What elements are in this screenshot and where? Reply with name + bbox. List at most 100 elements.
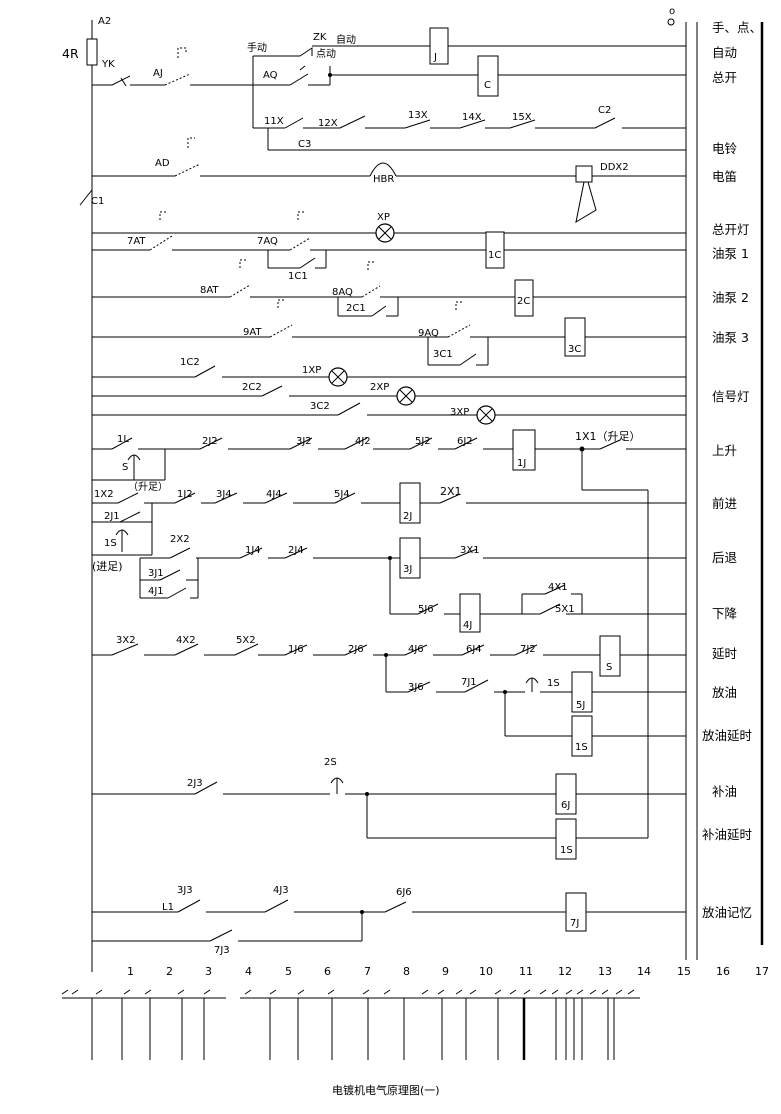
coil-3c-label: 3C — [568, 344, 581, 355]
5x2-label: 5X2 — [236, 635, 256, 646]
2xp-label: 2XP — [370, 382, 389, 393]
x14-switch — [459, 119, 486, 129]
x14-label: 14X — [462, 112, 482, 123]
zk-switch — [299, 47, 313, 57]
2j2-label: 2J2 — [202, 436, 218, 447]
2j4-switch — [284, 547, 308, 559]
4j3-label: 4J3 — [273, 885, 289, 896]
column-number: 9 — [442, 965, 449, 978]
rung-label: 电铃 — [712, 141, 738, 156]
ddx2-horn — [575, 165, 593, 183]
column-number: 8 — [403, 965, 410, 978]
column-number: 2 — [166, 965, 173, 978]
2c1-switch — [371, 305, 387, 317]
coil-s-label: S — [606, 662, 612, 673]
9aq-switch — [447, 301, 471, 338]
3c1-label: 3C1 — [433, 349, 453, 360]
xp-label: XP — [377, 212, 390, 223]
column-number: 17 — [755, 965, 769, 978]
3j2-switch — [289, 437, 313, 450]
rung-label: 前进 — [712, 496, 738, 511]
c3-label: C3 — [298, 139, 311, 150]
8at-switch — [229, 259, 251, 298]
coil-c — [477, 55, 499, 97]
column-number: 4 — [245, 965, 252, 978]
4j6-switch — [404, 644, 428, 656]
s-timer-contact — [127, 454, 141, 480]
column-number: 14 — [637, 965, 651, 978]
terminal-o-label: o — [669, 6, 675, 17]
1s-label: 1S — [104, 538, 117, 549]
3c2-switch — [337, 402, 361, 416]
7aq-switch — [289, 211, 311, 251]
2s-timer-contact — [330, 777, 344, 794]
l1b-label: L1 — [162, 902, 174, 913]
coil-2c-label: 2C — [517, 296, 530, 307]
1c1-label: 1C1 — [288, 271, 308, 282]
rung-label: 油泵 2 — [712, 290, 749, 305]
2x2-switch — [169, 547, 191, 559]
column-number: 16 — [716, 965, 730, 978]
coil-6j-label: 6J — [561, 800, 570, 811]
3c1-switch — [459, 353, 477, 366]
2j2-switch — [199, 437, 223, 450]
9aq-label: 9AQ — [418, 328, 439, 339]
rung-label: 后退 — [712, 550, 738, 565]
8aq-label: 8AQ — [332, 287, 353, 298]
coil-j — [429, 27, 449, 65]
9at-switch — [269, 299, 293, 338]
5j2-label: 5J2 — [415, 436, 431, 447]
1s-timer-contact — [115, 529, 129, 552]
2s-label: 2S — [324, 757, 337, 768]
c1-main-switch — [79, 176, 93, 215]
shengzu-label: （升足） — [128, 481, 168, 493]
5x1-label: 5X1 — [555, 604, 575, 615]
coil-7j-label: 7J — [570, 918, 579, 929]
3j1-label: 3J1 — [148, 568, 164, 579]
coil-5j-label: 5J — [576, 700, 585, 711]
6j6-label: 6J6 — [396, 887, 412, 898]
3j4-switch — [214, 492, 238, 504]
zk-label: ZK — [313, 32, 327, 43]
rung-label: 上升 — [712, 443, 737, 458]
6j4-switch — [461, 644, 485, 656]
coil-c-label: C — [484, 80, 491, 91]
4x2-switch — [174, 643, 199, 656]
5j4-switch — [334, 492, 356, 504]
2j3-label: 2J3 — [187, 778, 203, 789]
coil-3j-label: 3J — [403, 564, 412, 575]
column-number: 11 — [519, 965, 533, 978]
rung-label: 放油 — [712, 685, 737, 700]
7j2-switch — [514, 644, 538, 656]
rung-label: 信号灯 — [712, 389, 750, 404]
rung-label: 放油延时 — [702, 728, 753, 743]
1x2-switch — [117, 492, 139, 504]
1x1-switch — [599, 439, 621, 450]
hbr-label: HBR — [373, 174, 394, 185]
coil-1j — [512, 429, 536, 471]
2x1-switch — [439, 493, 461, 504]
3j3-switch — [177, 899, 201, 913]
column-number: 3 — [205, 965, 212, 978]
coil-2j-label: 2J — [403, 511, 412, 522]
rung-label: 油泵 1 — [712, 246, 749, 261]
1xp-label: 1XP — [302, 365, 321, 376]
4j2-switch — [344, 437, 368, 450]
column-number: 15 — [677, 965, 691, 978]
coil-2c — [514, 279, 534, 317]
5j6-switch — [417, 603, 439, 615]
column-number: 7 — [364, 965, 371, 978]
coil-1j-label: 1J — [517, 458, 526, 469]
rung-label: 自动 — [712, 45, 737, 60]
fuse-4r — [86, 38, 98, 66]
4j4-label: 4J4 — [266, 489, 282, 500]
1j4-switch — [239, 547, 263, 559]
3j4-label: 3J4 — [216, 489, 232, 500]
3x2-label: 3X2 — [116, 635, 136, 646]
3x1-switch — [454, 548, 478, 559]
2c1-label: 2C1 — [346, 303, 366, 314]
rung-label: 补油 — [712, 784, 737, 799]
fuse-4r-label: 4R — [62, 46, 79, 61]
1j6-label: 1J6 — [288, 644, 304, 655]
4j6-label: 4J6 — [408, 644, 424, 655]
